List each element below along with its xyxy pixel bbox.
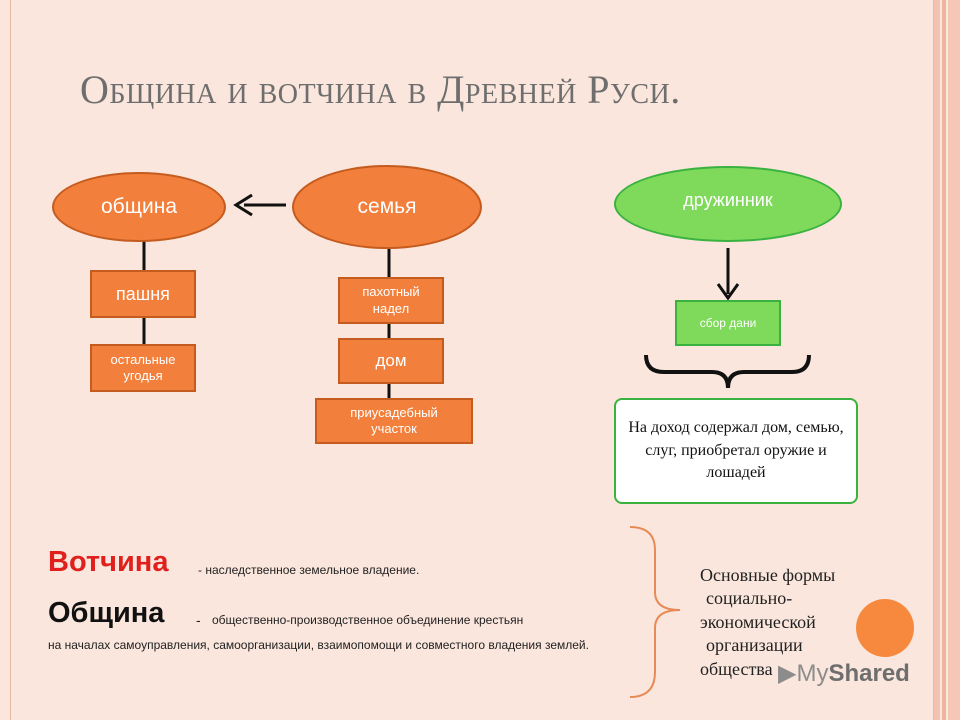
watermark: ▶MyShared [778,659,910,688]
box-pashnya: пашня [90,270,196,318]
slide-title: Община и вотчина в Древней Руси. [80,67,681,112]
term-obshchina: Община [48,597,165,629]
income-box: На доход содержал дом, семью, слуг, прио… [614,398,858,504]
def-votchina: - наследственное земельное владение. [198,563,420,577]
forms-line: социально- [706,588,793,609]
decor-stripe [948,0,960,720]
curly-brace [644,354,811,389]
node-druzhinnik: дружинник [614,166,842,242]
arrow-head-down [716,283,740,301]
term-votchina: Вотчина [48,546,169,578]
orange-circle-decor [856,599,914,657]
def-obshchina-line1: общественно-производственное объединение… [212,613,524,627]
box-ostalnye: остальные угодья [90,344,196,392]
orange-bracket [629,526,681,698]
watermark-shared: Shared [828,660,910,687]
slide-frame [10,0,934,720]
def-obshchina-dash: - [196,612,201,628]
forms-line: Основные формы [700,565,836,585]
arrow-head-left [233,193,253,217]
node-semya: семья [292,165,482,249]
forms-text: Основные формы социально- экономической … [700,564,835,681]
forms-line: организации [706,635,803,656]
box-dom: дом [338,338,444,384]
decor-stripe [942,0,946,720]
node-obshchina: община [52,172,226,242]
box-priusadebny: приусадебный участок [315,398,473,444]
forms-line: экономической [700,611,816,632]
box-pakhotny: пахотный надел [338,277,444,324]
decor-stripe [934,0,940,720]
def-obshchina-line2: на началах самоуправления, самоорганизац… [48,638,589,652]
box-sbor: сбор дани [675,300,781,346]
forms-line: общества [700,658,773,679]
watermark-my: My [796,660,829,687]
watermark-icon: ▶ [778,660,797,687]
